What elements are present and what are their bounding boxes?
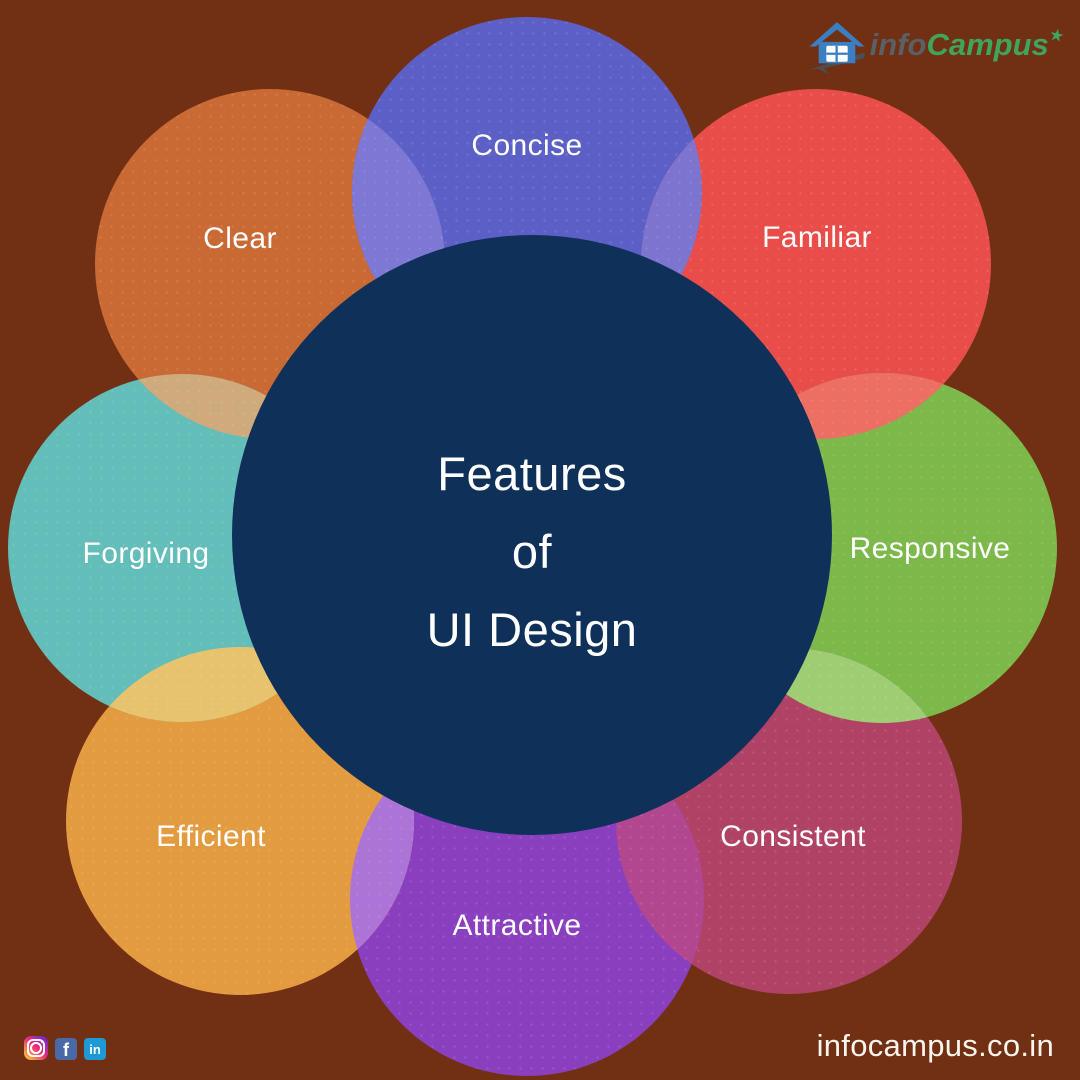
instagram-dot — [40, 1040, 43, 1043]
logo-word-info: info — [869, 27, 927, 62]
feature-label-responsive: Responsive — [849, 532, 1011, 565]
infocampus-logo: infoCampus★ — [808, 16, 1066, 79]
house-icon — [809, 21, 865, 74]
feature-label-forgiving: Forgiving — [82, 537, 210, 570]
linkedin-icon[interactable]: in — [84, 1038, 106, 1060]
center-circle — [232, 235, 832, 835]
feature-label-clear: Clear — [203, 222, 277, 255]
instagram-icon[interactable] — [24, 1036, 48, 1060]
instagram-frame — [27, 1039, 45, 1057]
infocampus-logo-text: infoCampus★ — [869, 16, 1066, 79]
logo-word-campus: Campus — [926, 27, 1049, 62]
title-line-3: UI Design — [426, 603, 638, 656]
social-bar: f in — [24, 1036, 106, 1060]
feature-label-efficient: Efficient — [156, 820, 266, 853]
facebook-icon[interactable]: f — [55, 1038, 77, 1060]
feature-label-consistent: Consistent — [720, 820, 866, 853]
title-line-2: of — [511, 525, 553, 578]
feature-label-attractive: Attractive — [452, 909, 582, 942]
feature-label-familiar: Familiar — [762, 221, 872, 254]
page-title: Features of UI Design — [427, 435, 638, 669]
website-url: infocampus.co.in — [816, 1028, 1054, 1063]
title-line-1: Features — [437, 447, 627, 500]
instagram-lens — [30, 1042, 42, 1054]
feature-label-concise: Concise — [471, 129, 583, 162]
